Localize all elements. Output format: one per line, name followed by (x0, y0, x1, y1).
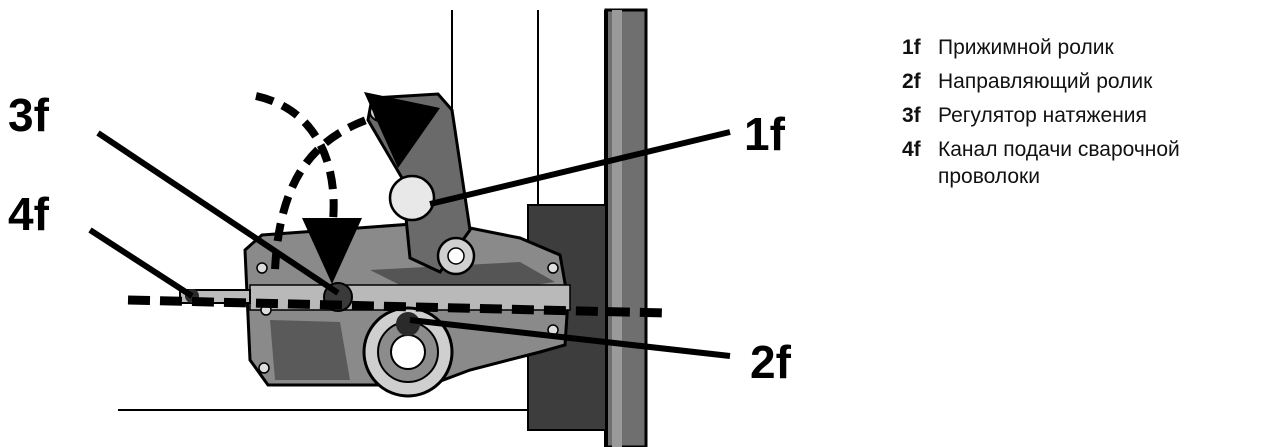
legend-code: 4f (902, 138, 921, 161)
legend-text: Регулятор натяжения (938, 104, 1147, 127)
legend-item: 3f Регулятор натяжения (902, 102, 1262, 129)
legend-item: 2f Направляющий ролик (902, 68, 1262, 95)
screw-icon (547, 262, 559, 274)
legend-item: 1f Прижимной ролик (902, 34, 1262, 61)
screw-icon (256, 262, 268, 274)
motion-arrows (255, 92, 393, 271)
arrow-down-icon (302, 218, 362, 284)
callout-3f: 3f (8, 89, 50, 141)
legend-text: Канал подачи сварочной проволоки (938, 138, 1180, 188)
legend-item: 4f Канал подачи сварочной проволоки (902, 136, 1262, 190)
screw-icon (258, 362, 270, 374)
callout-2f: 2f (750, 336, 792, 388)
legend-code: 3f (902, 104, 921, 127)
legend: 1f Прижимной ролик 2f Направляющий ролик… (902, 34, 1262, 197)
pressure-roller (388, 174, 436, 222)
legend-code: 1f (902, 36, 921, 59)
side-panel (604, 8, 648, 447)
arrow-up-icon (364, 92, 440, 168)
leader-lines (88, 129, 731, 359)
legend-text: Прижимной ролик (938, 36, 1114, 59)
callout-4f: 4f (8, 188, 50, 240)
legend-text: Направляющий ролик (938, 70, 1153, 93)
callout-1f: 1f (744, 108, 786, 160)
legend-code: 2f (902, 70, 921, 93)
wire-path (127, 295, 666, 318)
